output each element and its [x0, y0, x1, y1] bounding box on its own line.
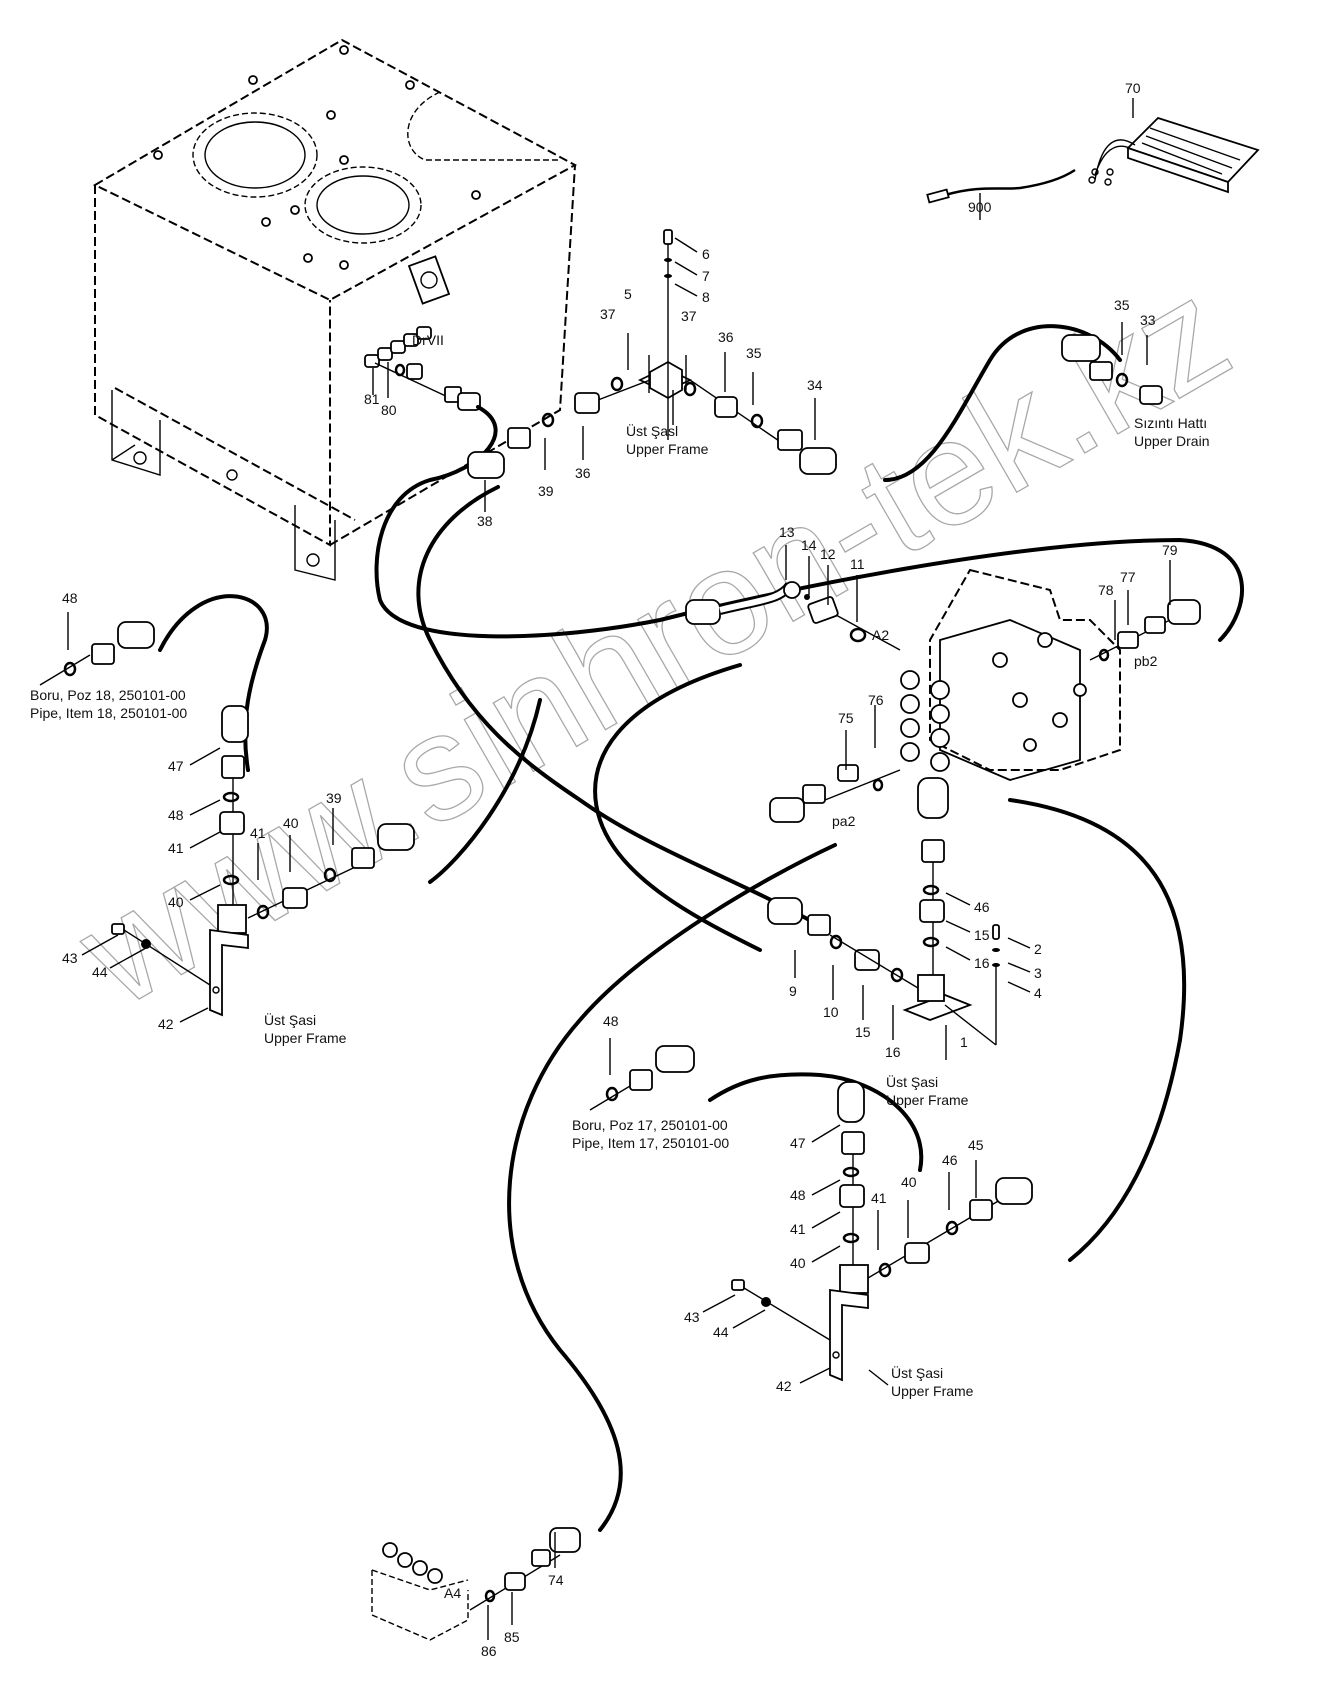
frame-note-left-en: Upper Frame — [264, 1030, 347, 1046]
label-part-38: 38 — [477, 513, 493, 529]
label-part-44: 44 — [713, 1324, 729, 1340]
pilot-valve-manifold — [371, 1542, 469, 1641]
label-part-70: 70 — [1125, 80, 1141, 96]
label-part-43: 43 — [684, 1309, 700, 1325]
pipe-17-note-tr: Boru, Poz 17, 250101-00 — [572, 1117, 728, 1133]
label-part-37: 37 — [600, 306, 616, 322]
label-part-41: 41 — [871, 1190, 887, 1206]
label-part-14: 14 — [801, 537, 817, 553]
label-part-2: 2 — [1034, 941, 1042, 957]
label-part-47: 47 — [168, 758, 184, 774]
label-part-16: 16 — [885, 1044, 901, 1060]
label-part-80: 80 — [381, 402, 397, 418]
fitting-80 — [406, 363, 423, 380]
label-part-13: 13 — [779, 524, 795, 540]
drain-line-note-en: Upper Drain — [1134, 433, 1209, 449]
label-part-7: 7 — [702, 268, 710, 284]
label-part-1: 1 — [960, 1034, 968, 1050]
label-part-46: 46 — [974, 899, 990, 915]
frame-note-right-en: Upper Frame — [891, 1383, 974, 1399]
tank-bolts — [153, 45, 481, 270]
label-part-3: 3 — [1034, 965, 1042, 981]
label-part-11: 11 — [850, 556, 865, 572]
label-part-9: 9 — [789, 983, 797, 999]
label-part-4: 4 — [1034, 985, 1042, 1001]
label-part-36: 36 — [718, 329, 734, 345]
label-part-42: 42 — [158, 1016, 174, 1032]
label-part-35: 35 — [1114, 297, 1130, 313]
o-ring-81 — [394, 363, 406, 377]
label-part-45: 45 — [968, 1137, 984, 1153]
hydraulic-tank — [92, 38, 578, 581]
port-label-drvii: DrVII — [412, 332, 444, 348]
label-part-37: 37 — [681, 308, 697, 324]
part-labels: 70 900 6 7 8 5 37 37 36 35 34 35 33 81 8… — [62, 80, 1178, 1659]
label-part-34: 34 — [807, 377, 823, 393]
notes: Üst Şasl Upper Frame Sızıntı Hattı Upper… — [30, 415, 1209, 1399]
label-part-74: 74 — [548, 1572, 564, 1588]
label-part-16: 16 — [974, 955, 990, 971]
label-part-77: 77 — [1120, 569, 1136, 585]
label-part-48: 48 — [603, 1013, 619, 1029]
port-label-a4: A4 — [444, 1585, 461, 1601]
label-part-39: 39 — [326, 790, 342, 806]
pedal-part-70 — [1088, 116, 1260, 194]
label-part-79: 79 — [1162, 542, 1178, 558]
pipe-17-note-en: Pipe, Item 17, 250101-00 — [572, 1135, 729, 1151]
label-part-48: 48 — [168, 807, 184, 823]
pipe-18-note-tr: Boru, Poz 18, 250101-00 — [30, 687, 186, 703]
label-part-75: 75 — [838, 710, 854, 726]
label-part-76: 76 — [868, 692, 884, 708]
label-part-41: 41 — [790, 1221, 806, 1237]
pipe-18-note-en: Pipe, Item 18, 250101-00 — [30, 705, 187, 721]
drain-line-note-tr: Sızıntı Hattı — [1134, 415, 1207, 431]
frame-note-center-en: Upper Frame — [886, 1092, 969, 1108]
label-part-48: 48 — [790, 1187, 806, 1203]
label-part-15: 15 — [855, 1024, 871, 1040]
port-labels: DrVII A2 pb2 pa2 A4 — [412, 332, 1158, 1601]
frame-note-left-tr: Üst Şasi — [264, 1011, 316, 1028]
port-label-pb2: pb2 — [1134, 653, 1158, 669]
label-part-46: 46 — [942, 1152, 958, 1168]
label-part-40: 40 — [790, 1255, 806, 1271]
label-part-44: 44 — [92, 964, 108, 980]
label-part-85: 85 — [504, 1629, 520, 1645]
label-part-40: 40 — [901, 1174, 917, 1190]
label-part-8: 8 — [702, 289, 710, 305]
label-part-6: 6 — [702, 246, 710, 262]
control-valve — [900, 568, 1121, 781]
label-part-41: 41 — [250, 825, 266, 841]
valve-spools — [900, 632, 1087, 772]
leader-lines — [67, 98, 1171, 1640]
label-part-5: 5 — [624, 286, 632, 302]
port-label-pa2: pa2 — [832, 813, 856, 829]
label-part-81: 81 — [364, 391, 380, 407]
label-part-78: 78 — [1098, 582, 1114, 598]
frame-note-top-tr: Üst Şasl — [626, 422, 678, 439]
label-part-12: 12 — [820, 546, 836, 562]
label-part-35: 35 — [746, 345, 762, 361]
label-part-40: 40 — [168, 894, 184, 910]
label-part-33: 33 — [1140, 312, 1156, 328]
port-label-a2: A2 — [872, 627, 889, 643]
label-part-39: 39 — [538, 483, 554, 499]
label-part-48: 48 — [62, 590, 78, 606]
label-part-40: 40 — [283, 815, 299, 831]
frame-note-center-tr: Üst Şasi — [886, 1073, 938, 1090]
label-part-47: 47 — [790, 1135, 806, 1151]
label-part-43: 43 — [62, 950, 78, 966]
label-part-15: 15 — [974, 927, 990, 943]
label-part-86: 86 — [481, 1643, 497, 1659]
hoses — [158, 324, 1245, 1532]
junction-block-5 — [637, 229, 693, 440]
label-part-900: 900 — [968, 199, 992, 215]
label-part-41: 41 — [168, 840, 184, 856]
frame-note-right-tr: Üst Şasi — [891, 1364, 943, 1381]
label-part-36: 36 — [575, 465, 591, 481]
frame-note-top-en: Upper Frame — [626, 441, 709, 457]
label-part-42: 42 — [776, 1378, 792, 1394]
label-part-10: 10 — [823, 1004, 839, 1020]
wire-900 — [944, 168, 1076, 197]
